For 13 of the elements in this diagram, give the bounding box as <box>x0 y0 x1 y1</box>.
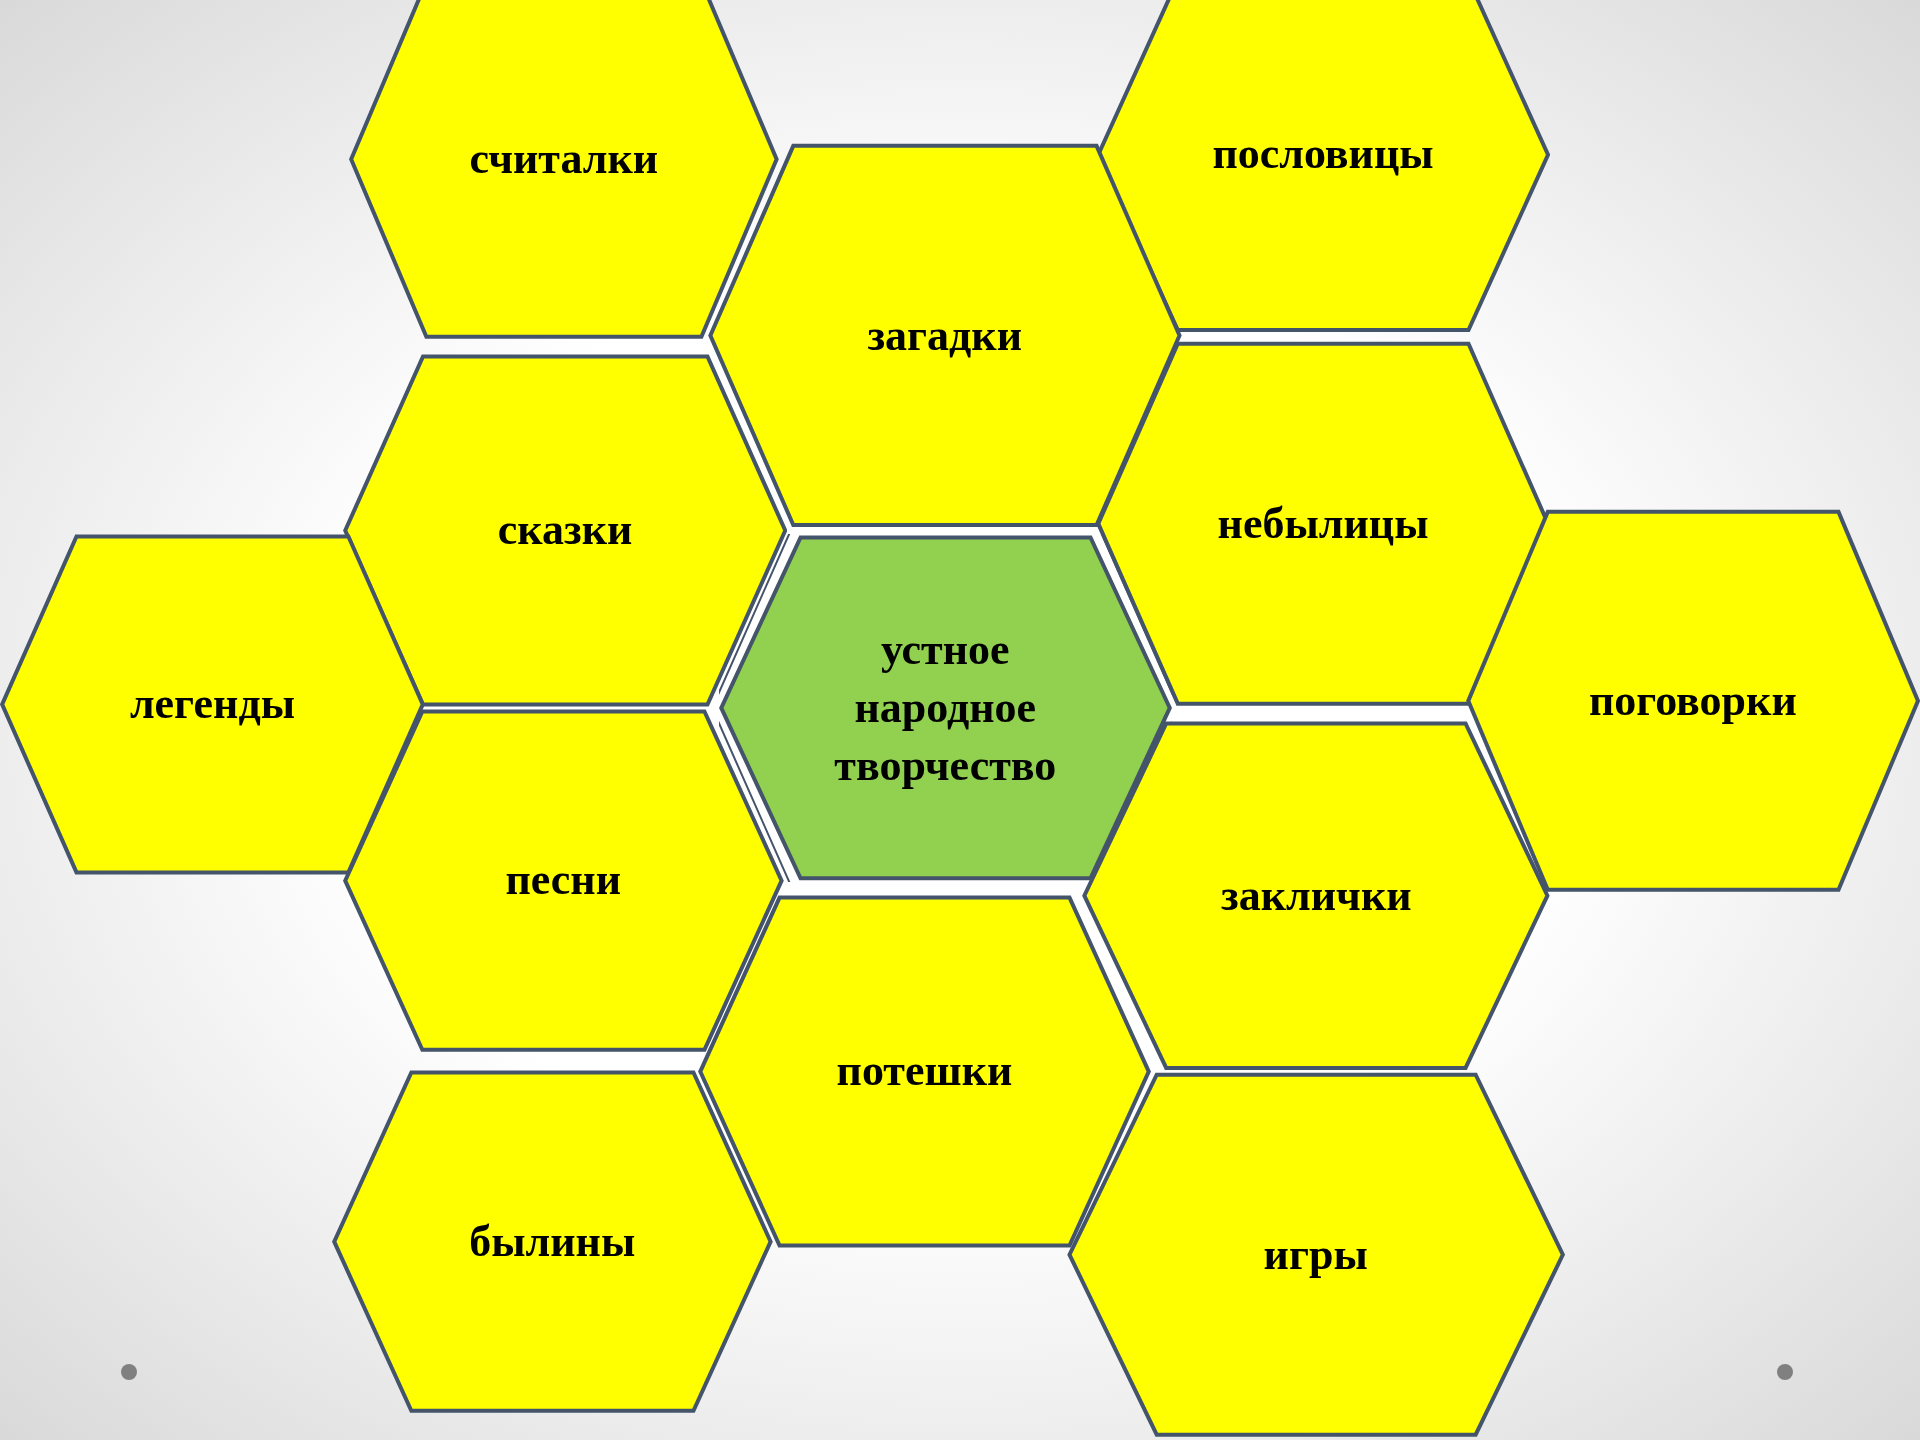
hexagon-label: сказки <box>497 504 633 557</box>
hexagon-label: считалки <box>469 133 659 186</box>
hexagon-label: поговорки <box>1588 675 1797 727</box>
hexagon-label: игры <box>1263 1229 1368 1282</box>
hexagon-label: песни <box>505 854 622 907</box>
hexagon-label: заклички <box>1221 869 1412 922</box>
hexagon-label: былины <box>469 1215 636 1268</box>
hexagon-label: потешки <box>836 1045 1013 1098</box>
hexagon-label: пословицы <box>1212 128 1434 181</box>
hexagon-label: легенды <box>129 678 295 731</box>
hexagon-label: небылицы <box>1217 498 1429 551</box>
hexagon-label: загадки <box>867 309 1022 362</box>
hexagon-label: устное народное творчество <box>833 623 1058 792</box>
